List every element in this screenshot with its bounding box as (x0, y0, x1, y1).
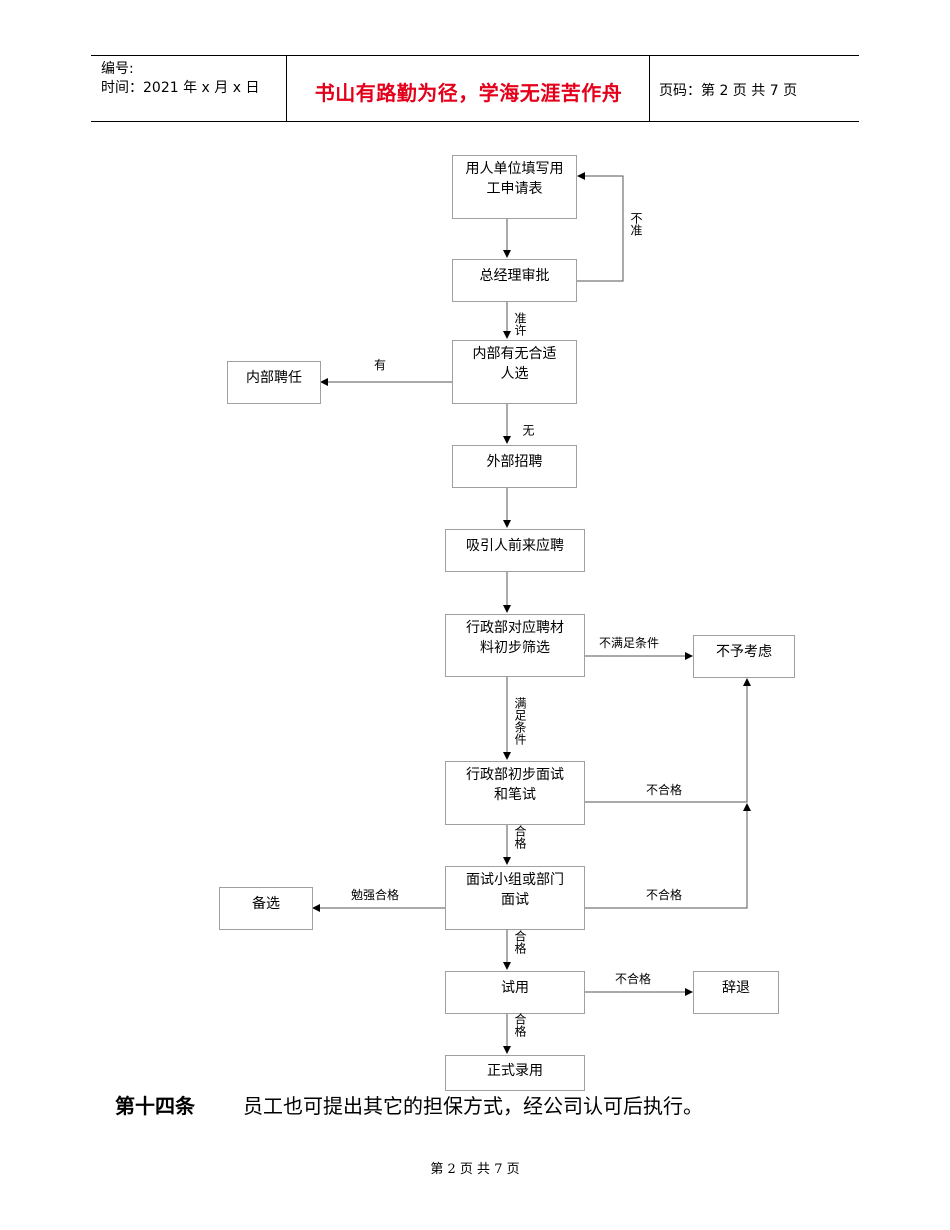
header-top-rule (91, 55, 859, 56)
label-fail1: 不合格 (646, 783, 683, 797)
node-screen: 行政部对应聘材料初步筛选 (445, 614, 585, 677)
label-no: 无 (521, 424, 535, 436)
node-internal-check: 内部有无合适人选 (452, 340, 577, 404)
label-approved: 准许 (513, 312, 527, 336)
page-number-label: 页码：第 2 页 共 7 页 (659, 83, 798, 99)
node-interview1: 行政部初步面试和笔试 (445, 761, 585, 825)
label-qualified: 满足条件 (513, 697, 527, 745)
label-not-approved: 不准 (629, 212, 643, 236)
header-divider-left (286, 55, 287, 121)
article-paragraph: 第十四条 员工也可提出其它的担保方式，经公司认可后执行。 (115, 1090, 703, 1119)
node-hire: 正式录用 (445, 1055, 585, 1091)
header-motto: 书山有路勤为径，学海无涯苦作舟 (314, 81, 623, 105)
node-trial: 试用 (445, 971, 585, 1014)
node-approve: 总经理审批 (452, 259, 577, 302)
node-dismiss: 辞退 (693, 971, 779, 1014)
article-text: 员工也可提出其它的担保方式，经公司认可后执行。 (243, 1094, 703, 1118)
label-fail2: 不合格 (646, 888, 683, 902)
node-apply: 用人单位填写用工申请表 (452, 155, 577, 219)
node-internal-hire: 内部聘任 (227, 361, 321, 404)
node-attract: 吸引人前来应聘 (445, 529, 585, 572)
header-divider-right (649, 55, 650, 121)
edge-not-approved (577, 172, 624, 282)
doc-number-label: 编号: (101, 61, 134, 77)
doc-time-label: 时间：2021 年 x 月 x 日 (101, 80, 260, 96)
edge-fail1 (585, 678, 751, 803)
label-fail3: 不合格 (615, 972, 652, 986)
node-interview2: 面试小组或部门面试 (445, 866, 585, 930)
node-reject: 不予考虑 (693, 635, 795, 678)
label-barely-pass: 勉强合格 (351, 888, 400, 902)
label-pass2: 合格 (513, 930, 527, 954)
node-external: 外部招聘 (452, 445, 577, 488)
page-footer: 第 2 页 共 7 页 (430, 1162, 520, 1177)
label-yes: 有 (374, 358, 387, 372)
label-pass1: 合格 (513, 825, 527, 849)
article-number: 第十四条 (115, 1094, 195, 1118)
label-pass3: 合格 (513, 1013, 527, 1037)
edge-fail2 (585, 803, 751, 909)
node-reserve: 备选 (219, 887, 313, 930)
label-not-qualified: 不满足条件 (599, 636, 660, 650)
header-bottom-rule (91, 121, 859, 122)
